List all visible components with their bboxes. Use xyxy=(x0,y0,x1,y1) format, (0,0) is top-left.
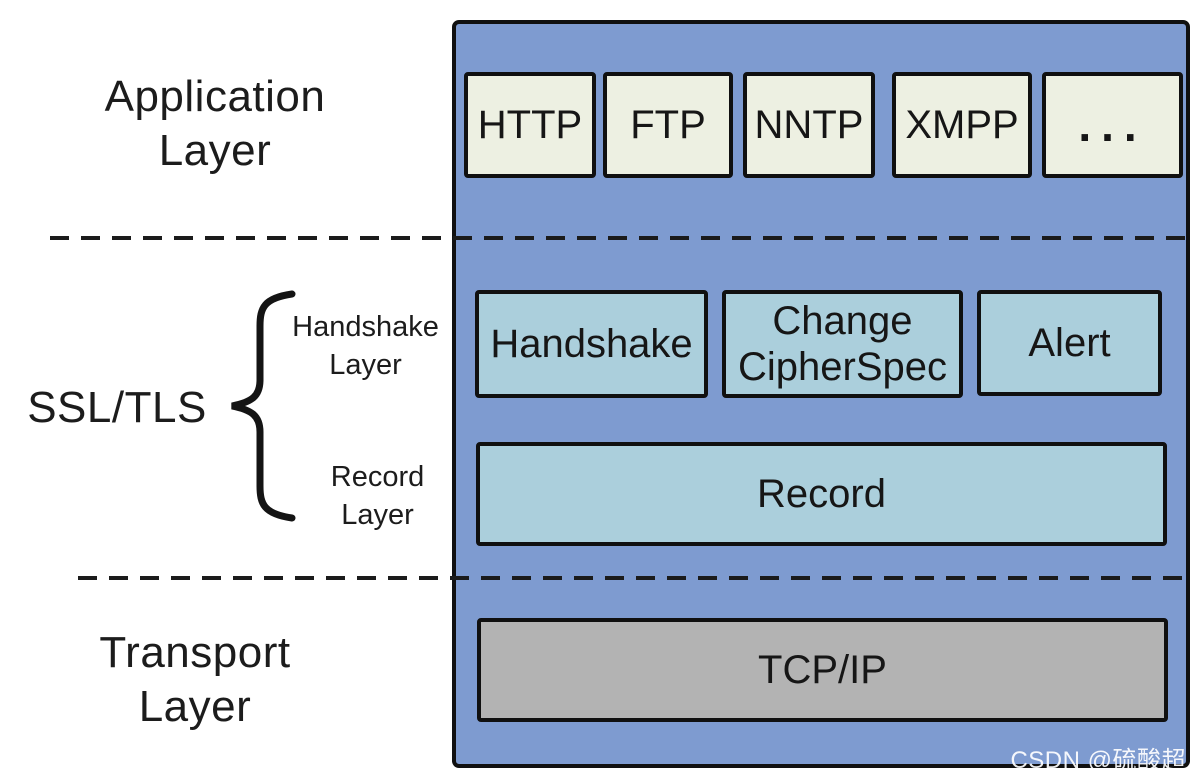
application-layer-label-line2: Layer xyxy=(158,126,272,175)
handshake-layer-label-line2: Layer xyxy=(329,349,402,381)
transport-layer-label-line1: Transport xyxy=(99,628,291,677)
transport-layer-label: Transport Layer xyxy=(40,626,350,734)
change-cipherspec-line2: CipherSpec xyxy=(737,345,947,389)
handshake-layer-label-line1: Handshake xyxy=(292,311,439,343)
tcp-ip-box: TCP/IP xyxy=(477,618,1168,722)
handshake-protocol-box: Handshake xyxy=(475,290,708,398)
record-layer-label-line1: Record xyxy=(330,461,425,493)
transport-layer-boundary-dashed-line xyxy=(78,576,1190,580)
transport-layer-label-line2: Layer xyxy=(138,682,252,731)
csdn-watermark: CSDN @硫酸超 xyxy=(1010,747,1186,774)
application-layer-label-line1: Application xyxy=(104,72,326,121)
application-layer-label: Application Layer xyxy=(55,70,375,178)
alert-protocol-box: Alert xyxy=(977,290,1162,396)
nntp-box: NNTP xyxy=(743,72,875,178)
change-cipherspec-box: Change CipherSpec xyxy=(722,290,963,398)
record-protocol-box: Record xyxy=(476,442,1167,546)
xmpp-box: XMPP xyxy=(892,72,1032,178)
handshake-layer-label: Handshake Layer xyxy=(283,308,448,384)
change-cipherspec-line1: Change xyxy=(772,299,913,343)
application-layer-boundary-dashed-line xyxy=(50,236,1190,240)
ftp-box: FTP xyxy=(603,72,733,178)
record-layer-label: Record Layer xyxy=(300,458,455,534)
ssl-tls-brace xyxy=(231,290,296,522)
record-layer-label-line2: Layer xyxy=(341,499,414,531)
ssl-tls-label: SSL/TLS xyxy=(27,383,207,432)
ellipsis-box: ... xyxy=(1042,72,1183,178)
http-box: HTTP xyxy=(464,72,596,178)
